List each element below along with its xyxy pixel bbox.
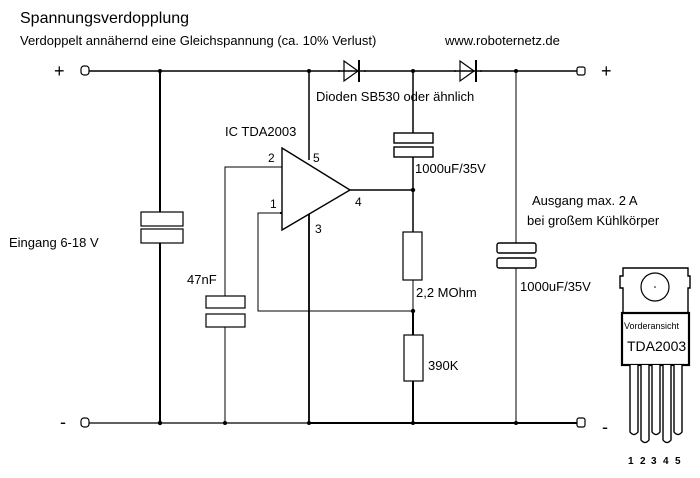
output-plus-terminal (576, 66, 586, 76)
package-leads (629, 365, 683, 444)
capacitor-1000uf-output (496, 242, 537, 269)
ic-pin2-wire (224, 166, 282, 298)
input-minus-terminal (80, 417, 90, 428)
package-pin-4: 4 (663, 456, 669, 467)
res-top-label: 2,2 MOhm (416, 285, 477, 300)
resistor-2-2-mohm (402, 231, 423, 281)
ic-pin-2-label: 2 (268, 151, 275, 165)
diagram-subtitle: Verdoppelt annähernd eine Gleichspannung… (20, 33, 376, 48)
ic-pin-1-label: 1 (270, 197, 277, 211)
diode-1 (338, 59, 366, 83)
output-label-line2: bei großem Kühlkörper (527, 213, 660, 228)
diagram-title: Spannungsverdopplung (20, 10, 189, 27)
ic-pin-3-label: 3 (315, 222, 322, 236)
diode-2 (454, 59, 482, 83)
output-minus-terminal (576, 417, 586, 428)
input-plus-terminal (80, 65, 90, 76)
output-label-line1: Ausgang max. 2 A (532, 193, 638, 208)
cap-out-label: 1000uF/35V (520, 279, 591, 294)
resistor-390k (403, 334, 424, 382)
ic-pin1-feedback-wire (257, 212, 413, 312)
output-plus-sign: + (601, 61, 612, 81)
cap-top-label: 1000uF/35V (415, 161, 486, 176)
package-pin-1: 1 (628, 456, 634, 467)
package-part-label: TDA2003 (627, 338, 686, 354)
package-pin-3: 3 (651, 456, 657, 467)
input-label: Eingang 6-18 V (9, 235, 99, 250)
ic-pin-5-label: 5 (313, 151, 320, 165)
package-view-label: Vorderansicht (624, 321, 680, 331)
ic-label: IC TDA2003 (225, 124, 296, 139)
res-bottom-label: 390K (428, 358, 459, 373)
ic-pin-4-label: 4 (355, 195, 362, 209)
capacitor-47nf (205, 295, 246, 328)
package-body (620, 311, 691, 367)
diodes-label: Dioden SB530 oder ähnlich (316, 89, 474, 104)
ic-tda2003-symbol (281, 146, 352, 232)
website-link[interactable]: www.roboternetz.de (444, 33, 560, 48)
tda2003-package: Vorderansicht TDA2003 1 2 3 4 5 (619, 267, 691, 467)
cap-47nf-label: 47nF (187, 272, 217, 287)
capacitor-1000uf-top (393, 132, 434, 158)
input-plus-sign: + (54, 61, 65, 81)
input-minus-sign: - (60, 412, 66, 432)
package-pin-2: 2 (640, 456, 646, 467)
output-minus-sign: - (602, 417, 608, 437)
package-pin-5: 5 (675, 456, 681, 467)
input-capacitor (140, 211, 184, 244)
